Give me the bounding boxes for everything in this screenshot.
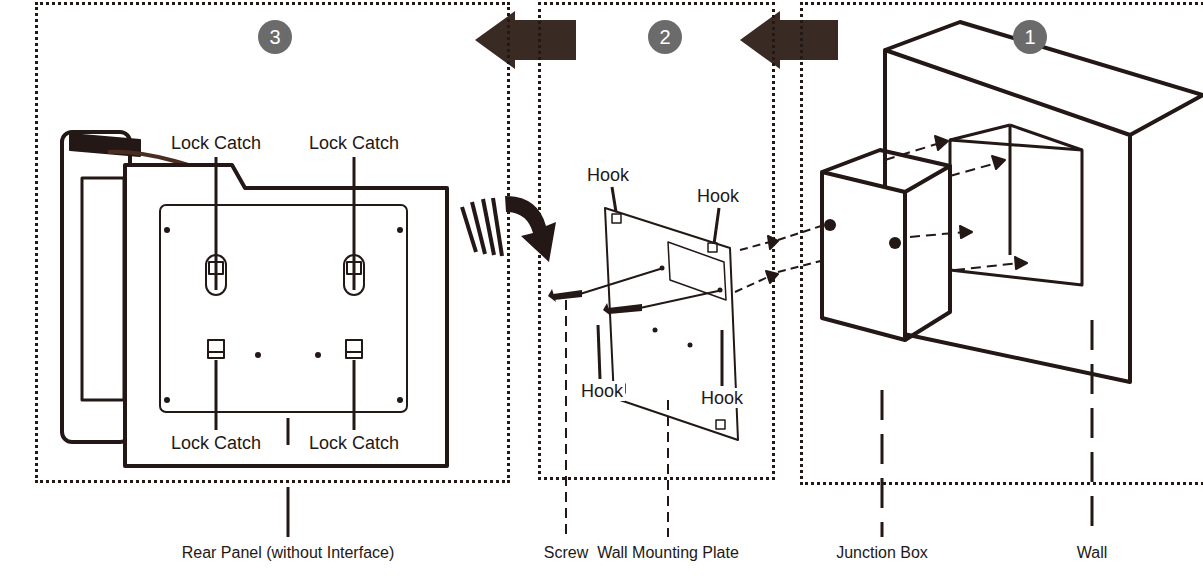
label-anchor: Wall Mounting Plate [595,544,741,562]
label-anchor: Wall [1075,544,1110,562]
leader-lines [216,157,354,537]
plate-holes [653,266,723,348]
junction-box-top [822,150,950,340]
motion-strokes [462,198,502,256]
label-anchor: Screw [542,544,590,562]
part-label: Lock Catch [307,133,401,154]
callout-number: 2 [648,20,682,54]
part-label: Hook [699,388,745,409]
box-holes [824,219,901,249]
label-anchor: Rear Panel (without Interface) [180,544,397,562]
component-label: Wall Mounting Plate [595,544,741,562]
label-anchor: Hook [699,388,745,409]
rear-panel-recess [160,205,407,412]
step-panel: 1 [800,2,1203,485]
callout-number: 1 [1013,20,1047,54]
rear-panel [125,165,447,466]
screws [548,289,642,316]
component-label: Screw [542,544,590,562]
part-label: Lock Catch [169,133,263,154]
component-label: Wall [1075,544,1110,562]
rotate-arrow [505,196,556,262]
label-anchor: Lock Catch [307,433,401,454]
part-label: Hook [695,186,741,207]
hook-leaders [598,187,722,386]
lock-catches [206,255,364,358]
device-screen-edge [82,178,124,400]
component-label: Junction Box [834,544,930,562]
wall-opening [950,140,1082,285]
callout-number: 3 [258,20,292,54]
label-anchor: Lock Catch [307,133,401,154]
step-arrow [475,11,576,69]
label-anchor: Lock Catch [169,433,263,454]
part-label: Lock Catch [307,433,401,454]
label-anchor: Lock Catch [169,133,263,154]
part-label: Hook [579,381,625,402]
leader-lines-right [882,320,1092,537]
panel-dots [164,227,403,403]
label-anchor: Hook [695,186,741,207]
insert-arrows [885,136,1027,270]
label-anchor: Hook [585,165,631,186]
part-label: Hook [585,165,631,186]
device-side [62,132,130,442]
leader-lines-dashed [566,300,668,537]
part-label: Lock Catch [169,433,263,454]
junction-box-front [822,172,905,340]
step-arrow [740,11,838,69]
label-anchor: Hook [579,381,625,402]
wall-opening-depth [950,125,1082,255]
screw-lines [580,269,718,308]
component-label: Rear Panel (without Interface) [180,544,397,562]
label-anchor: Junction Box [834,544,930,562]
step-panel: 3 [35,2,510,483]
